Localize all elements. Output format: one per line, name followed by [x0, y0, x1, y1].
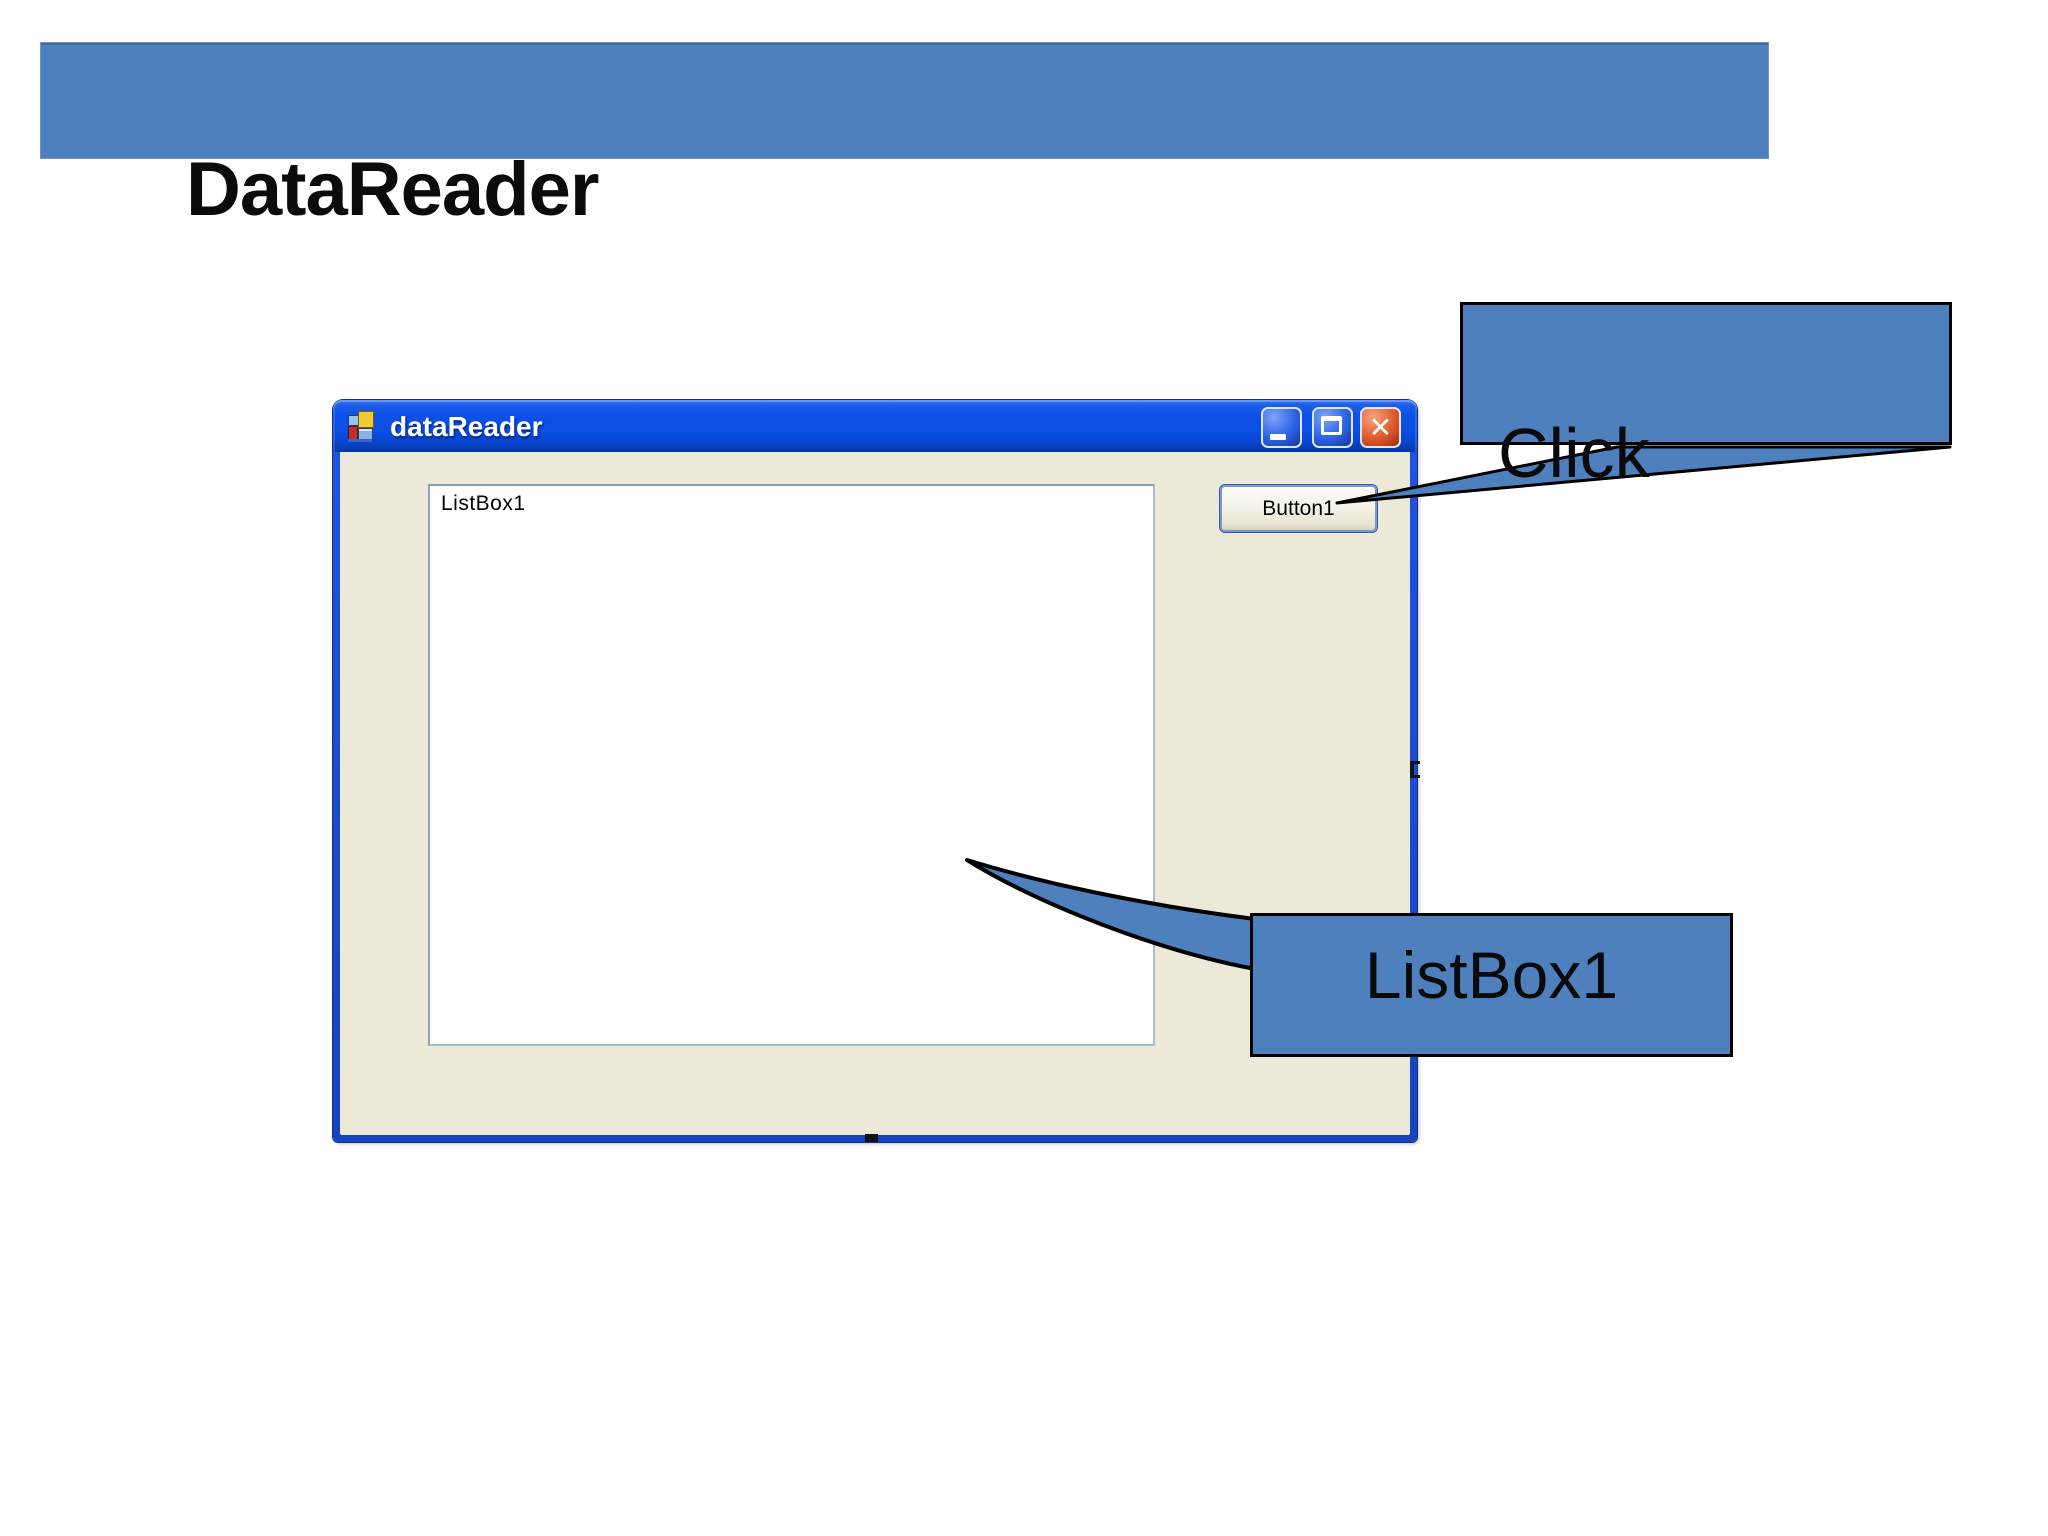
close-button[interactable]: ✕ [1360, 407, 1401, 448]
listbox-callout-box: ListBox1 [1250, 913, 1733, 1057]
minimize-icon [1270, 434, 1286, 440]
winforms-form-icon [348, 411, 375, 442]
maximize-button[interactable] [1312, 407, 1353, 448]
maximize-icon [1321, 416, 1342, 435]
form-icon-block [348, 426, 358, 440]
slide-title-banner [40, 42, 1769, 159]
window-titlebar: dataReader ✕ [333, 400, 1417, 452]
click-callout-box [1460, 302, 1952, 445]
cursor-artifact [1410, 761, 1420, 778]
click-callout-label: Click [1498, 414, 1650, 492]
window-title: dataReader [390, 411, 543, 442]
minimize-button[interactable] [1261, 407, 1302, 448]
form-icon-block [358, 411, 374, 428]
form-icon-block [348, 439, 372, 442]
listbox-callout-label: ListBox1 [1364, 938, 1619, 1012]
close-icon: ✕ [1368, 411, 1393, 444]
slide-heading: DataReader [186, 147, 599, 232]
listbox1-label: ListBox1 [441, 492, 526, 515]
listbox1[interactable]: ListBox1 [428, 484, 1155, 1046]
button1[interactable]: Button1 [1220, 485, 1377, 532]
window-bottom-notch [865, 1134, 878, 1142]
